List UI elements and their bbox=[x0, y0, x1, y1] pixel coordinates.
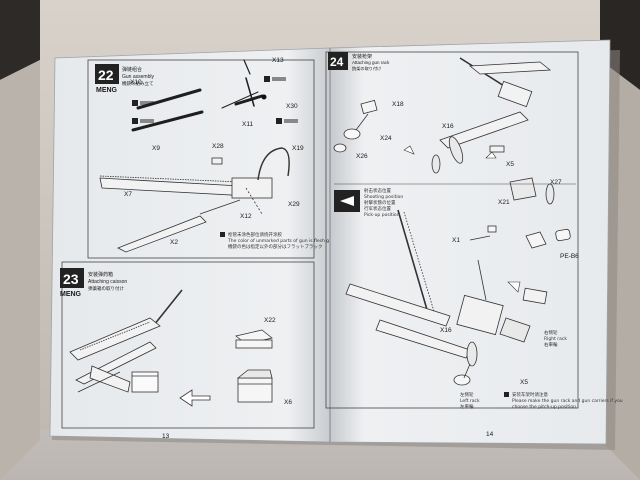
step-23-badge bbox=[60, 268, 84, 288]
svg-text:X10: X10 bbox=[130, 79, 142, 86]
note-line-2: The color of unmarked parts of gun is fl… bbox=[227, 238, 337, 244]
svg-text:安装车架时请注意: 安装车架时请注意 bbox=[512, 391, 548, 398]
svg-text:X16: X16 bbox=[440, 327, 452, 334]
svg-text:X12: X12 bbox=[240, 213, 252, 220]
caisson-parts bbox=[235, 329, 273, 403]
step-24-badge bbox=[328, 52, 348, 70]
step-23-brand: MENG bbox=[60, 291, 82, 298]
step-24-part-labels: X18 X24 X26 X16 X5 X27 X21 bbox=[356, 101, 562, 206]
svg-text:Pick-up position: Pick-up position bbox=[364, 212, 400, 218]
svg-text:choose the pitch-up position.: choose the pitch-up position. bbox=[512, 404, 577, 410]
svg-text:左車輪: 左車輪 bbox=[460, 403, 474, 410]
right-page: 24 安装枪架 Attaching gun rack 銃架の取り付け X18 X… bbox=[325, 39, 623, 445]
panel-step-23 bbox=[61, 261, 315, 429]
svg-text:右車輪: 右車輪 bbox=[544, 341, 558, 348]
barrel-parts bbox=[131, 59, 264, 132]
step-22-number: 22 bbox=[98, 67, 114, 83]
svg-text:X27: X27 bbox=[550, 179, 562, 186]
pe-parts bbox=[487, 225, 571, 249]
svg-text:X16: X16 bbox=[442, 123, 454, 130]
step-23-title-jp: 弾薬箱の取り付け bbox=[88, 285, 124, 292]
gun-rack-upper bbox=[431, 57, 555, 205]
svg-text:X11: X11 bbox=[242, 121, 253, 128]
svg-text:Shooting position: Shooting position bbox=[364, 194, 403, 200]
svg-text:X28: X28 bbox=[212, 143, 224, 150]
left-page-number: 13 bbox=[162, 433, 170, 440]
step-23-title-en: Attaching caisson bbox=[88, 279, 127, 285]
dark-corner-left bbox=[0, 0, 40, 80]
panel-step-22 bbox=[87, 59, 315, 259]
svg-text:射击状态位置: 射击状态位置 bbox=[364, 187, 391, 194]
note-line-3: 機銃の色は指定以外の部分はフラットブラック bbox=[228, 243, 323, 250]
position-arrow-icon bbox=[340, 196, 354, 206]
step-22-title-jp: 機銃の組み立て bbox=[122, 80, 154, 87]
svg-text:X7: X7 bbox=[124, 191, 132, 198]
gun-assembly-22 bbox=[99, 147, 290, 253]
svg-text:X24: X24 bbox=[380, 135, 392, 142]
svg-text:X29: X29 bbox=[288, 201, 300, 208]
step-22-part-labels: X13 X10 X7 X9 X11 X30 X28 X19 X12 X29 X2 bbox=[124, 57, 304, 246]
part-x30-ball bbox=[261, 94, 267, 100]
bottom-note: 安装车架时请注意 Please make the gun rack and gu… bbox=[512, 391, 623, 410]
step-22-title-cn: 弹链组合 bbox=[122, 66, 142, 73]
side-labels: 左侧轮 Left rack 左車輪 右侧轮 Right rack 右車輪 bbox=[460, 329, 567, 410]
step-24-lower-labels: X1 PE-B6 X16 X5 bbox=[440, 237, 579, 386]
svg-text:X30: X30 bbox=[286, 103, 298, 110]
position-notes: 射击状态位置 Shooting position 射撃状態の位置 行军状态位置 … bbox=[364, 187, 403, 218]
step-24-number: 24 bbox=[330, 55, 344, 69]
step-23-label-x6: X6 bbox=[284, 399, 292, 406]
arrow-icon-3 bbox=[507, 281, 521, 293]
wheel-parts-upper bbox=[333, 99, 378, 153]
step-24-title-en: Attaching gun rack bbox=[352, 60, 390, 65]
right-page-number: 14 bbox=[486, 431, 494, 438]
step-22-badge bbox=[95, 64, 119, 84]
arrow-left-icon bbox=[179, 389, 211, 407]
svg-text:左侧轮: 左侧轮 bbox=[460, 391, 474, 398]
step-23-title-cn: 安装弹药箱 bbox=[88, 271, 113, 278]
svg-text:PE-B6: PE-B6 bbox=[560, 253, 579, 260]
svg-text:X13: X13 bbox=[272, 57, 284, 64]
step-23-number: 23 bbox=[63, 271, 79, 287]
svg-text:X2: X2 bbox=[170, 239, 178, 246]
svg-text:X18: X18 bbox=[392, 101, 404, 108]
svg-text:Right rack: Right rack bbox=[544, 336, 567, 342]
step-24-title-jp: 銃架の取り付け bbox=[352, 65, 381, 72]
note-line-1: 枪管未涂色部位请绕开涂胶 bbox=[228, 231, 282, 238]
svg-text:Please make the gun rack and g: Please make the gun rack and gun carrier… bbox=[512, 398, 623, 404]
svg-text:X21: X21 bbox=[498, 199, 510, 206]
legend-blocks bbox=[132, 76, 298, 124]
step-22-title-en: Gun assembly bbox=[122, 74, 154, 80]
svg-text:X19: X19 bbox=[292, 145, 304, 152]
svg-text:X1: X1 bbox=[452, 237, 460, 244]
gun-rack-lower bbox=[345, 209, 548, 386]
panel-step-24 bbox=[325, 51, 579, 409]
svg-text:X5: X5 bbox=[520, 379, 528, 386]
svg-text:X9: X9 bbox=[152, 145, 160, 152]
step-23-label-x22: X22 bbox=[264, 317, 276, 324]
note-icon bbox=[220, 232, 225, 237]
left-wall bbox=[0, 60, 40, 480]
svg-text:X5: X5 bbox=[506, 161, 514, 168]
step-22-brand: MENG bbox=[96, 87, 118, 94]
svg-text:Left rack: Left rack bbox=[460, 398, 480, 404]
table-surface bbox=[0, 360, 640, 480]
left-page: 22 MENG 弹链组合 Gun assembly 機銃の組み立て bbox=[49, 47, 337, 443]
bottom-note-icon bbox=[504, 392, 509, 397]
arrow-icon-2 bbox=[485, 151, 497, 159]
svg-text:行军状态位置: 行军状态位置 bbox=[364, 205, 391, 212]
svg-text:X26: X26 bbox=[356, 153, 368, 160]
svg-text:右侧轮: 右侧轮 bbox=[544, 329, 558, 336]
gun-assembly-23 bbox=[69, 289, 183, 393]
arrow-icon-1 bbox=[403, 145, 415, 155]
step-24-title-cn: 安装枪架 bbox=[352, 53, 372, 60]
svg-text:射撃状態の位置: 射撃状態の位置 bbox=[364, 199, 396, 206]
